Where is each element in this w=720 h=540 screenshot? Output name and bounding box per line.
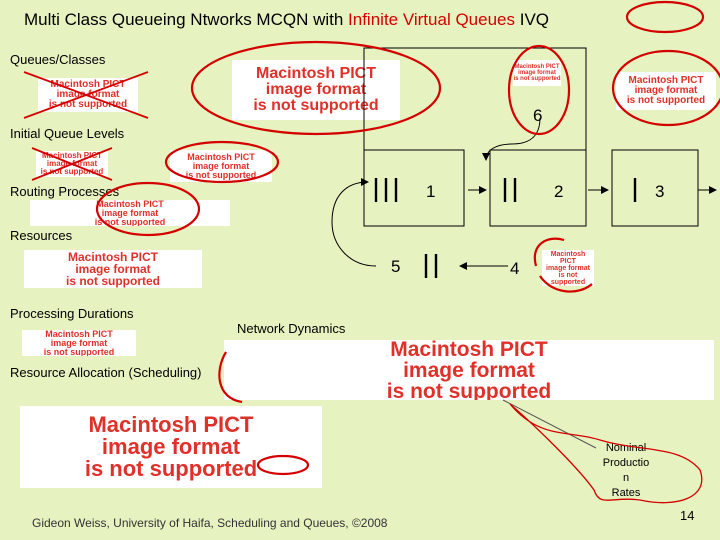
- pict-placeholder-buffer-4: Macintosh PICT image format is not suppo…: [542, 250, 594, 286]
- pict-placeholder-network-tiny: Macintosh PICT image format is not suppo…: [513, 60, 561, 86]
- slide-title: Multi Class Queueing Ntworks MCQN with I…: [24, 10, 549, 30]
- server-box-1: [363, 149, 465, 227]
- pict-placeholder-network-dynamics: Macintosh PICT image format is not suppo…: [224, 340, 714, 400]
- arrow-5-to-1: [331, 178, 377, 267]
- buffer-3-label: 3: [655, 182, 665, 201]
- buffer-1-bars: [374, 178, 398, 202]
- pict-placeholder-right: Macintosh PICT image format is not suppo…: [616, 72, 716, 110]
- label-resources: Resources: [10, 228, 73, 243]
- label-routing-processes: Routing Processes: [10, 184, 120, 199]
- server-box-2: [489, 149, 587, 227]
- pict-placeholder-scheduling: Macintosh PICT image format is not suppo…: [20, 406, 322, 488]
- callout-nominal-production-rates: Nominal Productio n Rates: [602, 442, 650, 499]
- pict-placeholder-queues-large: Macintosh PICT image format is not suppo…: [232, 60, 400, 120]
- callout-pointer: [502, 399, 597, 449]
- pict-placeholder-routing: Macintosh PICT image format is not suppo…: [30, 200, 230, 226]
- title-part1: Multi Class Queueing Ntworks MCQN with: [24, 10, 349, 29]
- buffer-5-label: 5: [391, 257, 401, 276]
- buffer-4-label: 4: [510, 259, 520, 278]
- label-resource-allocation: Resource Allocation (Scheduling): [10, 365, 202, 380]
- label-network-dynamics: Network Dynamics: [237, 321, 346, 336]
- buffer-5-bars: [424, 254, 438, 278]
- buffer-6-label: 6: [533, 106, 543, 125]
- buffer-1-label: 1: [426, 182, 436, 201]
- page-number: 14: [680, 508, 695, 523]
- label-processing-durations: Processing Durations: [10, 306, 134, 321]
- pict-placeholder-queues-small: Macintosh PICT image format is not suppo…: [38, 78, 138, 112]
- pict-placeholder-processing: Macintosh PICT image format is not suppo…: [22, 330, 136, 356]
- arrow-6-to-2: [482, 117, 541, 161]
- pict-placeholder-resources: Macintosh PICT image format is not suppo…: [24, 250, 202, 288]
- pict-placeholder-initial: Macintosh PICT image format is not suppo…: [170, 150, 272, 182]
- title-part2: Infinite Virtual Queues: [348, 10, 515, 29]
- label-initial-queue-levels: Initial Queue Levels: [10, 126, 125, 141]
- label-queues-classes: Queues/Classes: [10, 52, 106, 67]
- title-part3: IVQ: [515, 10, 550, 29]
- buffer-2-label: 2: [554, 182, 564, 201]
- footer-credit: Gideon Weiss, University of Haifa, Sched…: [32, 516, 388, 530]
- buffer-2-bars: [503, 178, 517, 202]
- pict-placeholder-initial-crossed: Macintosh PICT image format is not suppo…: [36, 151, 108, 177]
